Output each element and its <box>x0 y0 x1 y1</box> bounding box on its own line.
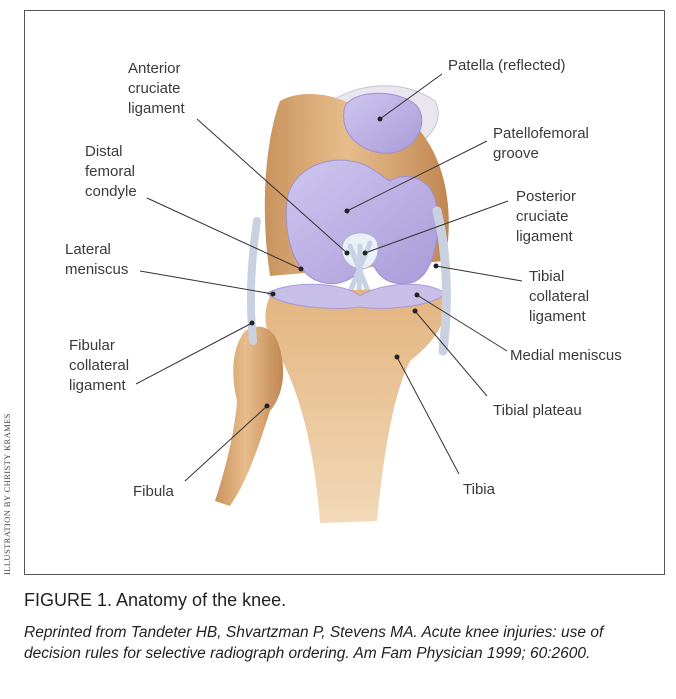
label-medial-meniscus: Medial meniscus <box>510 347 622 364</box>
figure-frame: Patella (reflected) Anterior cruciate li… <box>24 10 665 575</box>
label-fibular-collateral: Fibular collateral ligament <box>69 337 130 394</box>
tibial-collateral-shape <box>432 206 451 356</box>
fibula-shape <box>215 326 284 506</box>
leader-dots <box>249 116 439 409</box>
label-tibial-collateral: Tibial collateral ligament <box>529 268 590 325</box>
label-distal-femoral-condyle: Distal femoral condyle <box>85 143 137 200</box>
label-patella: Patella (reflected) <box>448 57 566 74</box>
patella-shape <box>343 92 423 154</box>
illustration-credit: ILLUSTRATION BY CHRISTY KRAMES <box>2 413 12 575</box>
knee-illustration <box>135 73 523 523</box>
label-fibula: Fibula <box>133 483 174 500</box>
figure-caption: Reprinted from Tandeter HB, Shvartzman P… <box>24 624 604 662</box>
figure-title: FIGURE 1. Anatomy of the knee. <box>24 590 287 610</box>
label-tibial-plateau: Tibial plateau <box>493 402 582 419</box>
label-tibia: Tibia <box>463 481 495 498</box>
label-lateral-meniscus: Lateral meniscus <box>65 241 129 278</box>
label-acl: Anterior cruciate ligament <box>128 60 185 117</box>
label-patellofemoral-groove: Patellofemoral groove <box>493 125 589 162</box>
leader-lines <box>135 73 523 482</box>
label-pcl: Posterior cruciate ligament <box>516 188 577 245</box>
femoral-condyles-shape <box>285 159 439 285</box>
fibular-collateral-shape <box>246 217 261 345</box>
tibia-shape <box>265 289 445 523</box>
